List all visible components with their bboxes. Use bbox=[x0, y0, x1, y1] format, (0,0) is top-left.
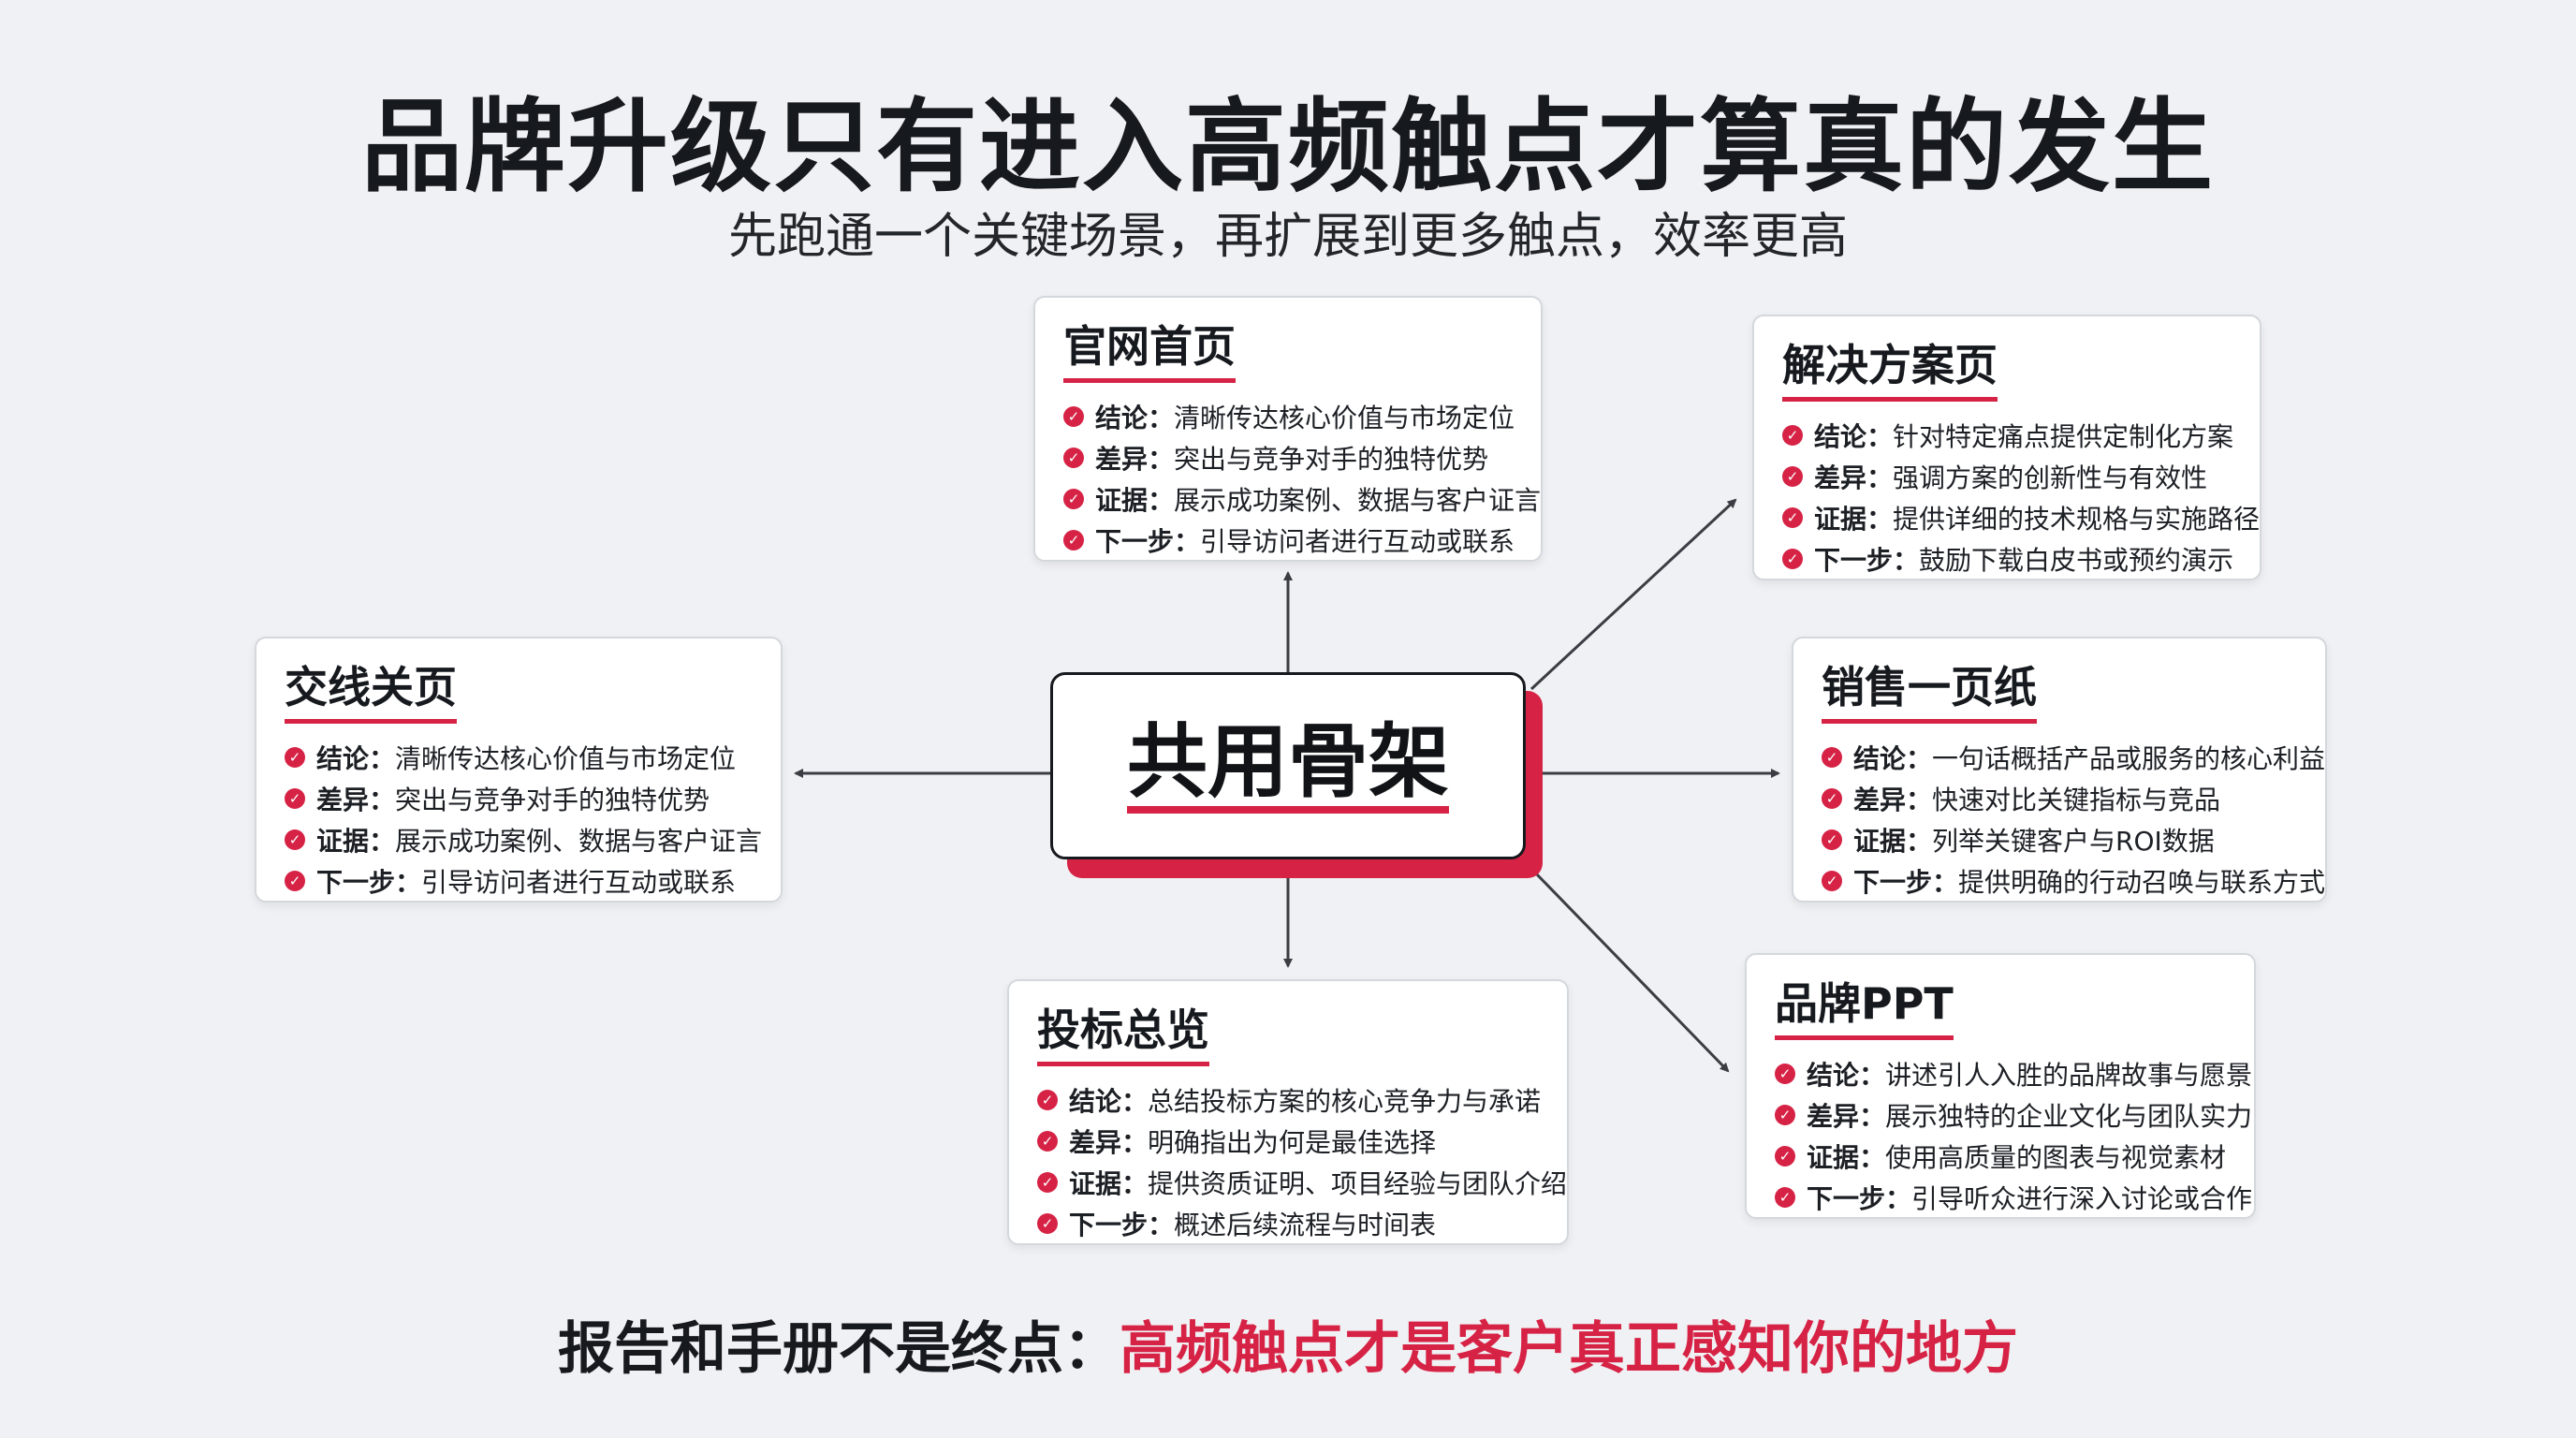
list-item: ✓差异：强调方案的创新性与有效性 bbox=[1782, 456, 2232, 497]
check-icon: ✓ bbox=[1775, 1064, 1795, 1084]
card-title: 投标总览 bbox=[1037, 996, 1209, 1066]
check-icon: ✓ bbox=[1775, 1105, 1795, 1125]
arrow-to-ppt bbox=[1533, 871, 1730, 1073]
check-icon: ✓ bbox=[1782, 466, 1803, 487]
page-title: 品牌升级只有进入高频触点才算真的发生 bbox=[360, 89, 2215, 206]
check-icon: ✓ bbox=[1037, 1172, 1058, 1193]
list-item: ✓差异：展示独特的企业文化与团队实力 bbox=[1775, 1094, 2252, 1136]
list-item: ✓差异：快速对比关键指标与竞品 bbox=[1822, 778, 2297, 819]
check-icon: ✓ bbox=[1822, 788, 1842, 809]
card-sales-onepager: 销售一页纸 ✓结论：一句话概括产品或服务的核心利益 ✓差异：快速对比关键指标与竞… bbox=[1792, 637, 2327, 902]
check-icon: ✓ bbox=[1037, 1131, 1058, 1152]
list-item: ✓证据：展示成功案例、数据与客户证言 bbox=[1063, 478, 1541, 520]
page-subtitle: 先跑通一个关键场景，再扩展到更多触点，效率更高 bbox=[727, 209, 1848, 265]
footer-statement: 报告和手册不是终点：高频触点才是客户真正感知你的地方 bbox=[0, 1303, 2576, 1385]
check-icon: ✓ bbox=[1782, 507, 1803, 528]
center-hub: 共用骨架 bbox=[1050, 672, 1526, 859]
list-item: ✓证据：展示成功案例、数据与客户证言 bbox=[285, 819, 762, 860]
list-item: ✓差异：明确指出为何是最佳选择 bbox=[1037, 1121, 1539, 1162]
check-icon: ✓ bbox=[1822, 871, 1842, 891]
list-item: ✓下一步：鼓励下载白皮书或预约演示 bbox=[1782, 538, 2233, 580]
list-item: ✓结论：总结投标方案的核心竞争力与承诺 bbox=[1037, 1079, 1541, 1121]
list-item: ✓证据：提供详细的技术规格与实施路径 bbox=[1782, 497, 2260, 538]
list-item: ✓结论：清晰传达核心价值与市场定位 bbox=[1063, 396, 1515, 437]
check-icon: ✓ bbox=[1822, 829, 1842, 850]
list-item: ✓下一步：引导访问者进行互动或联系 bbox=[1063, 520, 1515, 561]
card-title: 交线关页 bbox=[285, 653, 457, 724]
check-icon: ✓ bbox=[1782, 549, 1803, 569]
check-icon: ✓ bbox=[1775, 1187, 1795, 1208]
list-item: ✓证据：提供资质证明、项目经验与团队介绍 bbox=[1037, 1162, 1567, 1203]
card-official-homepage: 官网首页 ✓结论：清晰传达核心价值与市场定位 ✓差异：突出与竞争对手的独特优势 … bbox=[1033, 296, 1543, 562]
check-icon: ✓ bbox=[285, 829, 305, 850]
check-icon: ✓ bbox=[1822, 747, 1842, 768]
check-icon: ✓ bbox=[1063, 448, 1084, 468]
list-item: ✓差异：突出与竞争对手的独特优势 bbox=[1063, 437, 1513, 478]
card-brand-ppt: 品牌PPT ✓结论：讲述引人入胜的品牌故事与愿景 ✓差异：展示独特的企业文化与团… bbox=[1745, 953, 2256, 1219]
check-icon: ✓ bbox=[1775, 1146, 1795, 1167]
card-title: 品牌PPT bbox=[1775, 970, 1954, 1040]
card-title: 官网首页 bbox=[1063, 313, 1236, 383]
check-icon: ✓ bbox=[285, 871, 305, 891]
check-icon: ✓ bbox=[1782, 425, 1803, 446]
arrow-to-solution bbox=[1530, 498, 1737, 691]
center-label: 共用骨架 bbox=[1127, 718, 1449, 814]
list-item: ✓下一步：提供明确的行动召唤与联系方式 bbox=[1822, 860, 2325, 902]
list-item: ✓下一步：引导访问者进行互动或联系 bbox=[285, 860, 753, 902]
check-icon: ✓ bbox=[285, 747, 305, 768]
footer-highlight: 高频触点才是客户真正感知你的地方 bbox=[1120, 1316, 2018, 1382]
check-icon: ✓ bbox=[1037, 1090, 1058, 1110]
list-item: ✓结论：一句话概括产品或服务的核心利益 bbox=[1822, 737, 2325, 778]
list-item: ✓差异：突出与竞争对手的独特优势 bbox=[285, 778, 753, 819]
check-icon: ✓ bbox=[285, 788, 305, 809]
check-icon: ✓ bbox=[1063, 406, 1084, 427]
list-item: ✓证据：列举关键客户与ROI数据 bbox=[1822, 819, 2297, 860]
list-item: ✓结论：针对特定痛点提供定制化方案 bbox=[1782, 415, 2233, 456]
card-title: 销售一页纸 bbox=[1822, 653, 2037, 724]
list-item: ✓下一步：引导听众进行深入讨论或合作 bbox=[1775, 1177, 2252, 1218]
check-icon: ✓ bbox=[1063, 489, 1084, 509]
card-title: 解决方案页 bbox=[1782, 331, 1998, 402]
check-icon: ✓ bbox=[1063, 530, 1084, 550]
card-solution-page: 解决方案页 ✓结论：针对特定痛点提供定制化方案 ✓差异：强调方案的创新性与有效性… bbox=[1752, 315, 2261, 580]
check-icon: ✓ bbox=[1037, 1213, 1058, 1234]
list-item: ✓结论：讲述引人入胜的品牌故事与愿景 bbox=[1775, 1053, 2252, 1094]
card-crossline-page: 交线关页 ✓结论：清晰传达核心价值与市场定位 ✓差异：突出与竞争对手的独特优势 … bbox=[255, 637, 783, 902]
list-item: ✓结论：清晰传达核心价值与市场定位 bbox=[285, 737, 753, 778]
footer-lead: 报告和手册不是终点： bbox=[558, 1316, 1120, 1382]
card-bid-overview: 投标总览 ✓结论：总结投标方案的核心竞争力与承诺 ✓差异：明确指出为何是最佳选择… bbox=[1007, 979, 1569, 1245]
list-item: ✓下一步：概述后续流程与时间表 bbox=[1037, 1203, 1539, 1244]
list-item: ✓证据：使用高质量的图表与视觉素材 bbox=[1775, 1136, 2226, 1177]
